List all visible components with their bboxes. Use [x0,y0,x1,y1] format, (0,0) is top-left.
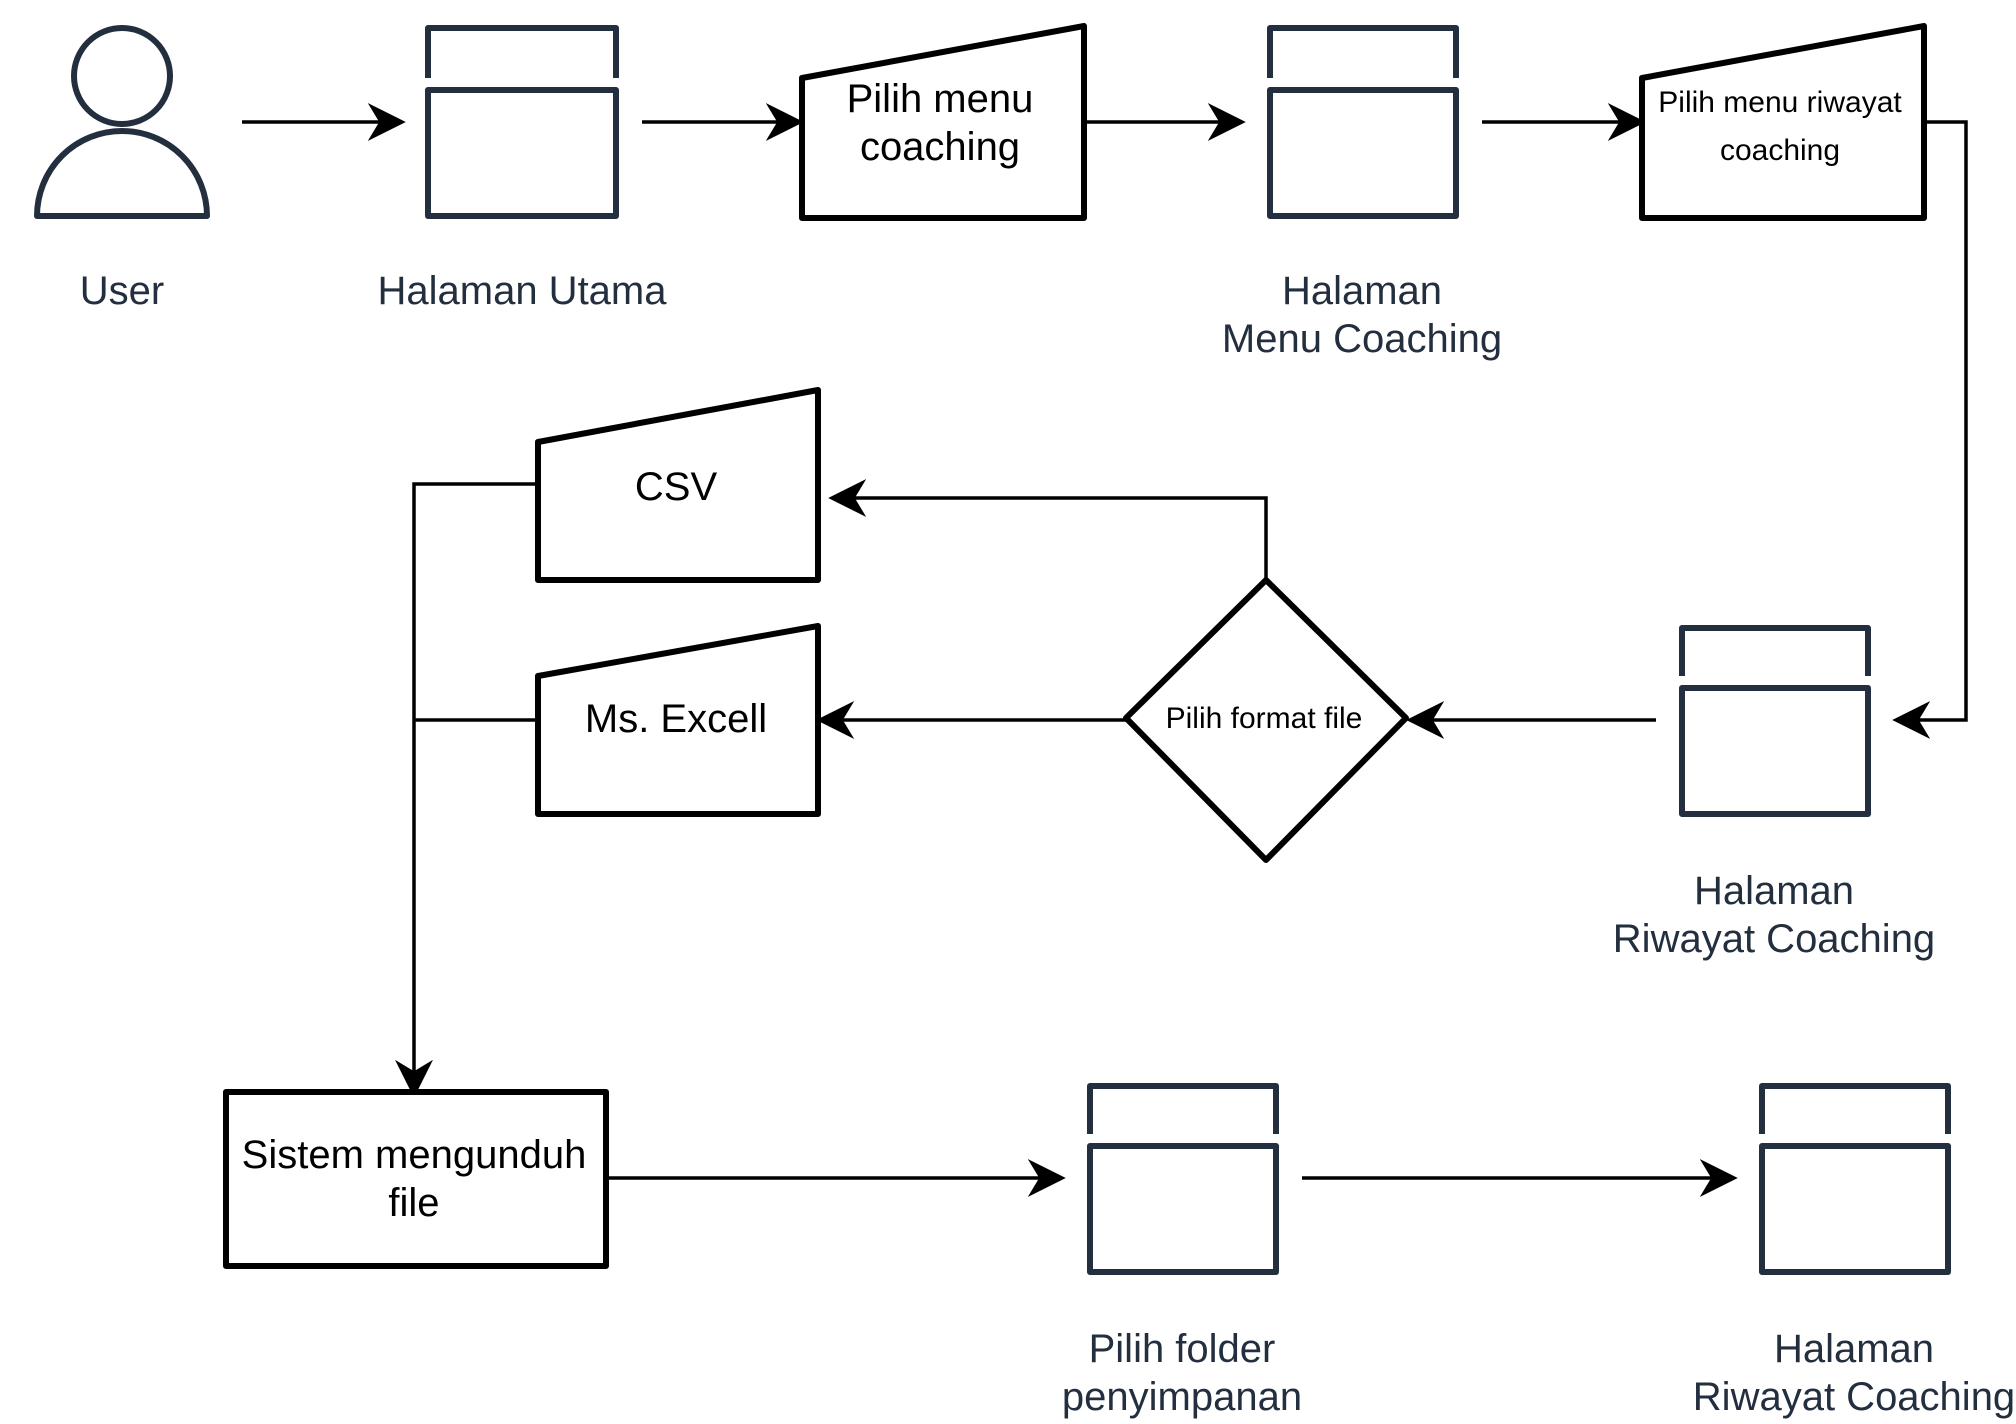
page-icon [1759,1083,1951,1275]
page-icon [1267,25,1459,219]
page-icon [1087,1083,1279,1275]
node-sistem-mengunduh-file: Sistem mengunduh file [223,1089,609,1269]
node-user: User [34,25,210,313]
node-pilih-menu-coaching: Pilih menu coaching [799,23,1087,221]
user-label: User [80,269,164,313]
pilih-menu-riwayat-line1: Pilih menu riwayat [1658,86,1902,119]
page-icon [425,25,619,219]
node-halaman-utama: Halaman Utama [377,25,667,313]
node-pilih-format-file: Pilih format file [1123,577,1409,863]
node-csv: CSV [535,387,821,583]
halaman-riwayat-coaching-line1: Halaman [1694,869,1854,913]
node-halaman-riwayat-coaching-final: Halaman Riwayat Coaching [1693,1083,2015,1419]
sistem-mengunduh-line1: Sistem mengunduh [242,1133,587,1177]
node-halaman-riwayat-coaching: Halaman Riwayat Coaching [1613,625,1935,961]
edge-csv-to-sistem [395,482,536,1098]
halaman-utama-label: Halaman Utama [377,269,667,313]
user-icon [34,25,210,219]
pilih-format-file-label: Pilih format file [1166,702,1363,735]
halaman-menu-coaching-line2: Menu Coaching [1222,317,1502,361]
page-icon [1679,625,1871,817]
halaman-menu-coaching-line1: Halaman [1282,269,1442,313]
edges [242,103,1968,1197]
ms-excell-label: Ms. Excell [585,697,767,741]
pilih-menu-riwayat-line2: coaching [1720,134,1840,167]
pilih-menu-coaching-line2: coaching [860,125,1020,169]
node-pilih-folder-penyimpanan: Pilih folder penyimpanan [1062,1083,1302,1419]
edge-pilih-format-to-csv [828,479,1268,580]
node-halaman-menu-coaching: Halaman Menu Coaching [1222,25,1502,361]
node-ms-excell: Ms. Excell [535,623,821,817]
halaman-riwayat-coaching-final-line1: Halaman [1774,1327,1934,1371]
pilih-folder-line2: penyimpanan [1062,1375,1302,1419]
node-pilih-menu-riwayat: Pilih menu riwayat coaching [1639,23,1927,221]
edge-pilih-riwayat-to-halaman-riwayat [1892,120,1968,739]
csv-label: CSV [635,465,718,509]
sistem-mengunduh-line2: file [388,1181,439,1225]
halaman-riwayat-coaching-line2: Riwayat Coaching [1613,917,1935,961]
pilih-folder-line1: Pilih folder [1089,1327,1276,1371]
pilih-menu-coaching-line1: Pilih menu [847,77,1034,121]
halaman-riwayat-coaching-final-line2: Riwayat Coaching [1693,1375,2015,1419]
